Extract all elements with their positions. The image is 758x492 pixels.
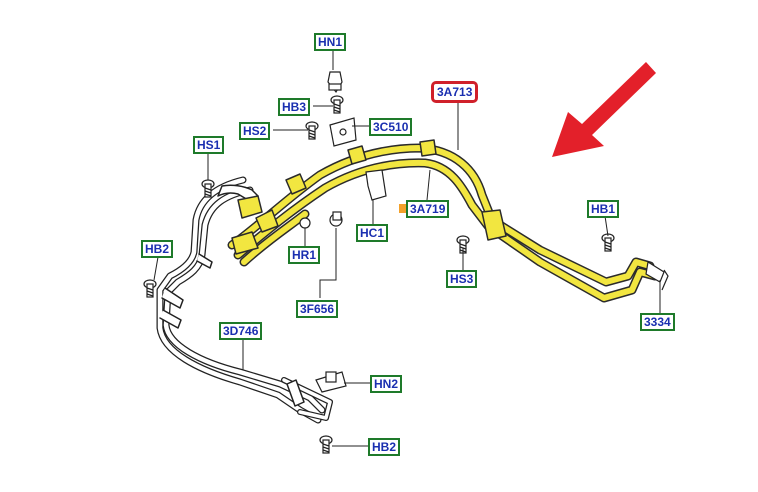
callout-hc1: HC1 (356, 224, 389, 242)
leader-lines (153, 49, 661, 447)
pressure-hose-3a713 (227, 139, 660, 303)
bracket-3c510-icon (329, 117, 357, 147)
callout-hb3: HB3 (278, 98, 311, 116)
callout-3a719-marker (399, 204, 406, 213)
callout-hb2-bottom: HB2 (368, 438, 401, 456)
nut-hn1-icon (327, 71, 343, 94)
bolt-hb2-bottom-icon (319, 435, 333, 454)
callout-3c510: 3C510 (369, 118, 413, 136)
nut-hn2-icon (315, 371, 347, 393)
callout-3a719: 3A719 (406, 200, 450, 218)
bolt-hb1-icon (601, 233, 615, 252)
callout-hr1: HR1 (288, 246, 321, 264)
callout-3f656: 3F656 (296, 300, 339, 318)
bolt-hb2-left-icon (143, 279, 157, 298)
callout-hs3: HS3 (446, 270, 478, 288)
clip-hc1-icon (365, 169, 387, 201)
bolt-hb3-icon (330, 95, 344, 114)
red-arrow-icon (552, 62, 656, 157)
return-line-3d746 (156, 176, 333, 424)
callout-3334: 3334 (640, 313, 675, 331)
retainer-hr1-icon (299, 211, 343, 229)
callout-hb2-left: HB2 (141, 240, 174, 258)
callout-3a713: 3A713 (431, 81, 479, 103)
callout-hn2: HN2 (370, 375, 403, 393)
callout-hs2: HS2 (239, 122, 271, 140)
callout-hb1: HB1 (587, 200, 620, 218)
clip-3334-icon (645, 261, 669, 291)
callout-3d746: 3D746 (219, 322, 263, 340)
callout-hs1: HS1 (193, 136, 225, 154)
callout-hn1: HN1 (314, 33, 347, 51)
